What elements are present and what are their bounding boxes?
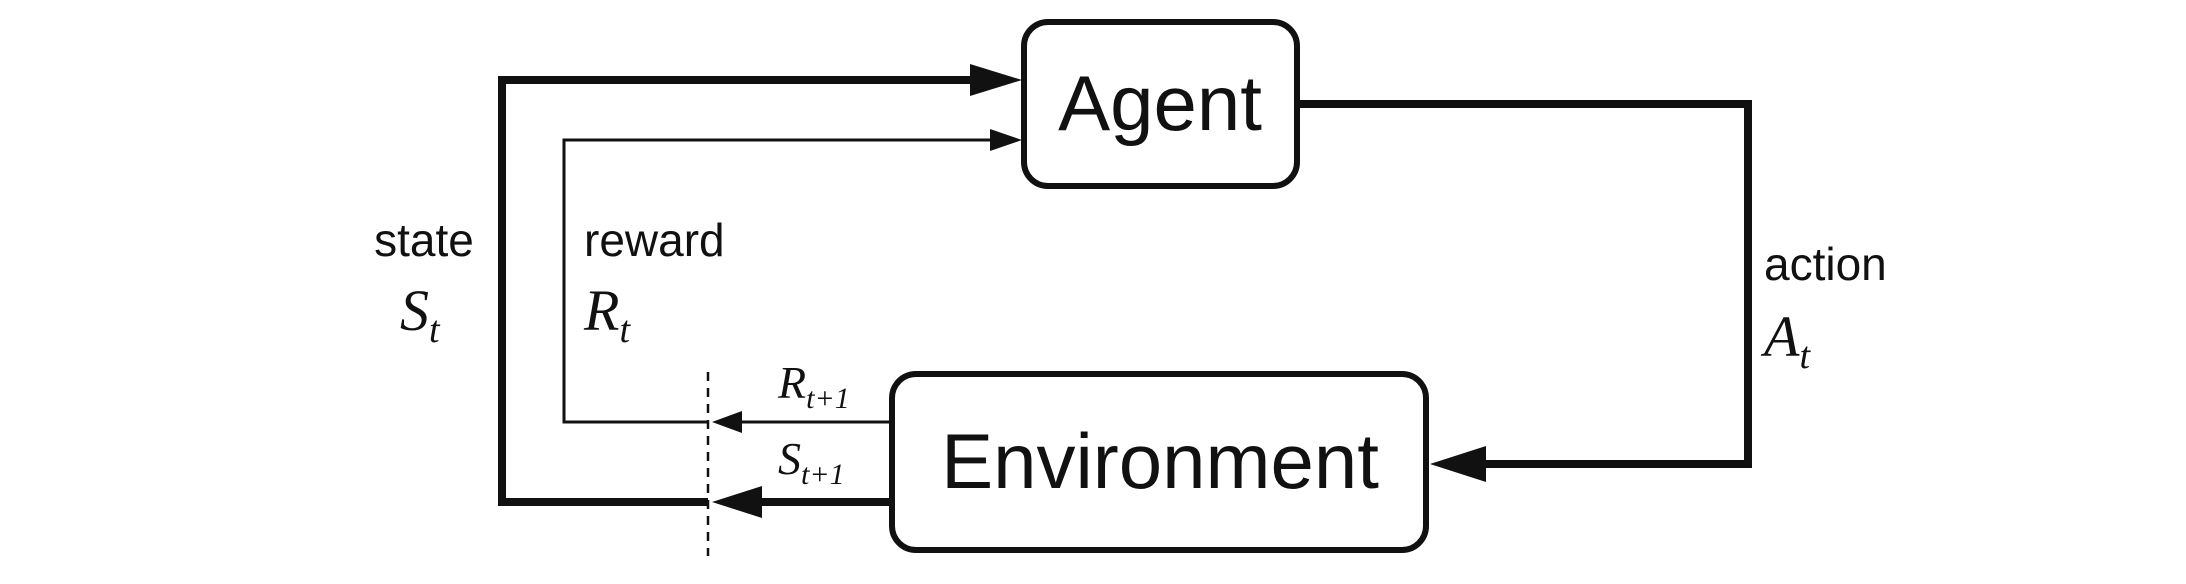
next-reward-subscript: t+1 [806, 382, 850, 415]
reward-line-outer [562, 138, 990, 424]
next-state-symbol-text: St+1 [778, 433, 845, 491]
environment-node: Environment [889, 371, 1429, 553]
action-arrow [1297, 100, 1752, 482]
next-reward-arrowhead [712, 411, 742, 433]
state-arrowhead [970, 64, 1022, 96]
environment-label: Environment [941, 417, 1379, 505]
state-arrow [498, 64, 1022, 518]
state-subscript: t [429, 309, 441, 351]
state-line-outer [498, 76, 980, 506]
action-symbol: A [1760, 304, 1800, 369]
reward-label-group: reward Rt [583, 214, 725, 351]
agent-label: Agent [1058, 59, 1262, 147]
next-state-arrowhead [712, 486, 762, 518]
next-reward-symbol-text: Rt+1 [777, 357, 850, 415]
next-state-label-group: St+1 [778, 433, 845, 491]
action-symbol-text: At [1760, 304, 1811, 377]
action-arrowhead [1430, 446, 1486, 482]
state-label-group: state St [374, 214, 474, 351]
action-label-group: action At [1760, 238, 1887, 377]
environment-box [889, 371, 1429, 553]
state-symbol: S [400, 278, 429, 343]
next-state-subscript: t+1 [801, 458, 845, 491]
action-subscript: t [1799, 335, 1811, 377]
reward-arrow [562, 129, 1022, 433]
state-word: state [374, 214, 474, 266]
state-symbol-text: St [400, 278, 441, 351]
reward-subscript: t [619, 309, 631, 351]
reward-symbol: R [583, 278, 619, 343]
action-line [1297, 100, 1752, 468]
reward-word: reward [584, 214, 725, 266]
reward-arrowhead [990, 129, 1022, 151]
next-reward-symbol: R [777, 357, 806, 408]
agent-node: Agent [1021, 19, 1300, 189]
next-reward-label-group: Rt+1 [777, 357, 850, 415]
next-state-symbol: S [778, 433, 801, 484]
action-word: action [1764, 238, 1887, 290]
reward-symbol-text: Rt [583, 278, 631, 351]
